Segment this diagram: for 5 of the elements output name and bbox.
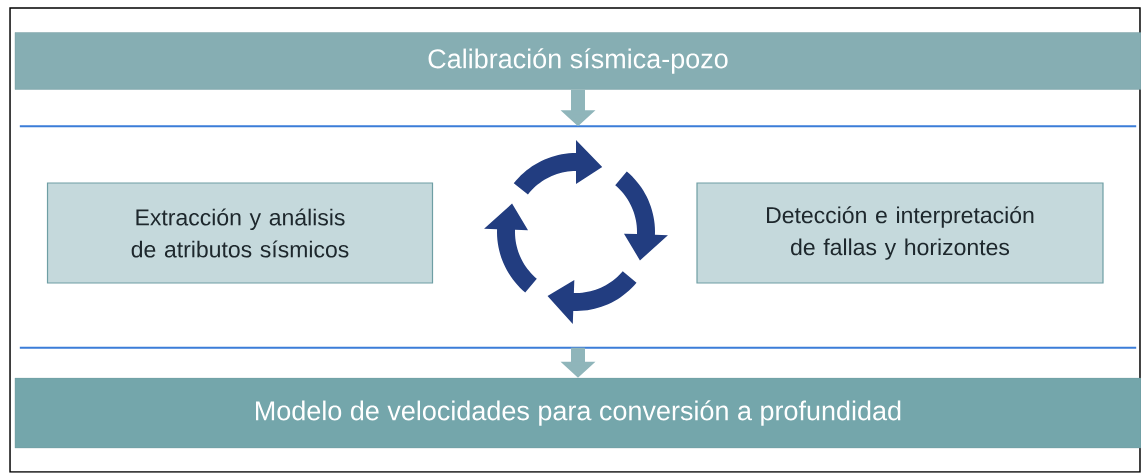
- title-band: Calibración sísmica-pozo: [14, 32, 1141, 90]
- title-band: Modelo de velocidades para conversión a profundidad: [14, 377, 1141, 449]
- process-box: Extracción y análisis de atributos sísmicos: [46, 182, 434, 284]
- section-band: [18, 125, 1138, 349]
- process-box: Detección e interpretación de fallas y horizontes: [696, 182, 1104, 284]
